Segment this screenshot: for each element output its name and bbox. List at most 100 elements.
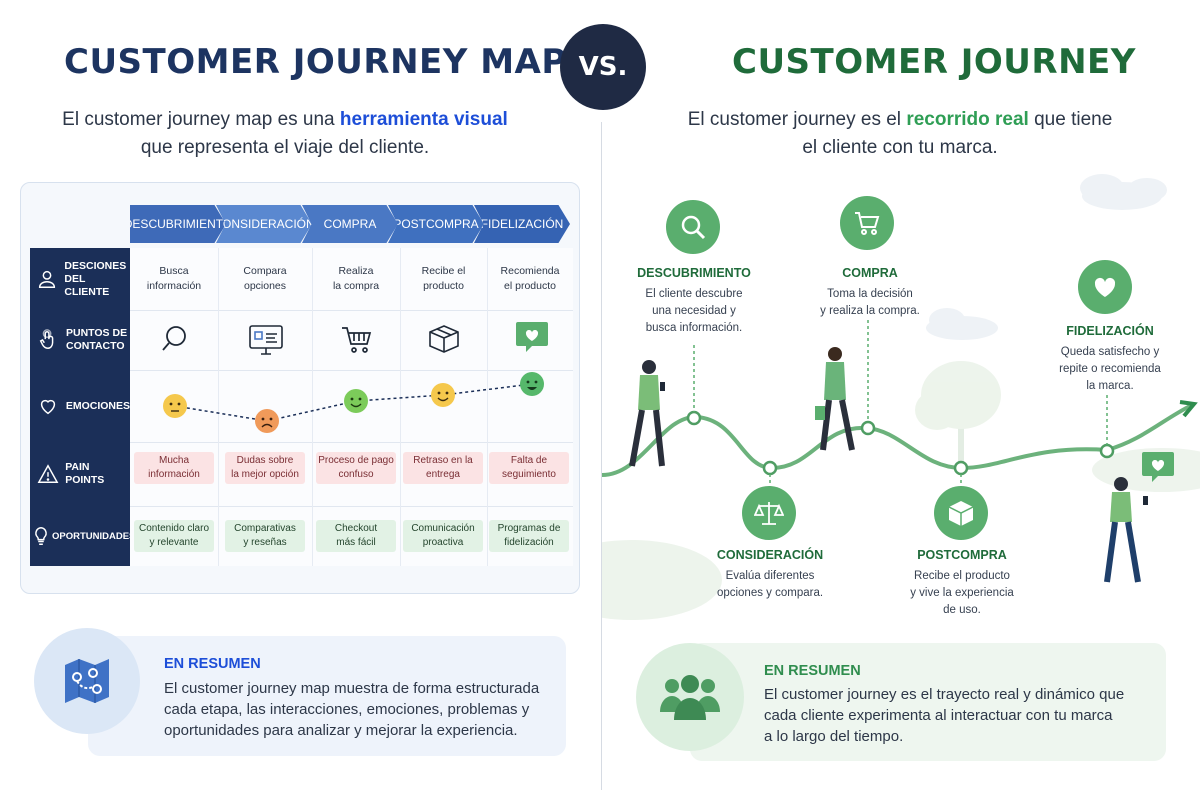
opportunity-cell: Comunicación proactiva — [403, 520, 483, 552]
lightbulb-icon — [30, 525, 52, 547]
left-subtitle-highlight: herramienta visual — [339, 109, 508, 130]
cloud-icon — [926, 308, 998, 340]
right-summary-box — [690, 643, 1166, 761]
stage-compra: COMPRA — [302, 205, 398, 243]
sad-face-icon — [255, 409, 279, 433]
cell-text: entrega — [426, 469, 460, 480]
person-icon — [815, 347, 855, 451]
row-label-text-2: DEL CLIENTE — [64, 272, 110, 298]
path-nodes — [686, 410, 1115, 476]
summary-line: a lo largo del tiempo. — [764, 728, 904, 745]
step-line: repite o recomienda — [1059, 363, 1161, 375]
row-label-text: DESCIONES — [64, 259, 127, 272]
map-icon — [65, 659, 109, 703]
emotion-curve — [163, 372, 544, 433]
vs-badge: VS. — [560, 24, 646, 110]
cell-text: Recibe el — [421, 265, 466, 277]
step-text-consideracion: Evalúa diferentes opciones y compara. — [690, 568, 850, 602]
pain-point-cell: Proceso de pago confuso — [316, 452, 396, 484]
box-icon — [429, 325, 459, 353]
chat-heart-icon — [516, 322, 548, 352]
cell-text: Comunicación — [411, 523, 475, 534]
user-icon — [30, 268, 64, 290]
step-line: El cliente descubre — [645, 288, 743, 300]
cart-icon — [855, 212, 880, 235]
step-line: de uso. — [943, 604, 981, 616]
grid-line — [130, 310, 573, 311]
box-icon — [948, 501, 974, 526]
step-text-postcompra: Recibe el producto y vive la experiencia… — [882, 568, 1042, 619]
monitor-icon — [249, 325, 283, 355]
cell-text: y reseñas — [243, 537, 287, 548]
step-title-postcompra: POSTCOMPRA — [917, 548, 1007, 562]
right-subtitle-text: El customer journey es el — [687, 109, 907, 130]
scale-icon — [754, 502, 784, 525]
left-summary-badge — [34, 628, 140, 734]
cell-text: la mejor opción — [231, 469, 299, 480]
left-summary-box — [88, 636, 566, 756]
heart-icon — [1094, 277, 1116, 297]
cell-text: Proceso de pago — [318, 455, 394, 466]
person-icon — [1104, 477, 1148, 583]
group-icon — [660, 675, 720, 720]
grid-line — [400, 248, 401, 566]
step-title-compra: COMPRA — [842, 266, 898, 280]
happy-face-icon — [344, 389, 368, 413]
cell-text: Dudas sobre — [236, 455, 294, 466]
row-label-text: PAIN POINTS — [65, 461, 105, 486]
cell-text: más fácil — [336, 537, 376, 548]
right-subtitle-highlight: recorrido real — [906, 109, 1029, 130]
summary-line: cada etapa, las interacciones, emociones… — [164, 701, 530, 718]
chat-heart-icon — [1142, 452, 1174, 482]
cloud-icon — [1080, 174, 1167, 210]
step-consideracion-badge — [742, 486, 796, 540]
stage-header: DESCUBRIMIENTO CONSIDERACIÓN COMPRA POST… — [130, 205, 570, 243]
step-descubrimiento-badge — [666, 200, 720, 254]
search-icon — [162, 326, 186, 351]
left-summary-text: El customer journey map muestra de forma… — [164, 678, 564, 741]
grid-line — [130, 370, 573, 371]
right-subtitle: El customer journey es el recorrido real… — [680, 106, 1120, 162]
search-icon — [681, 215, 706, 240]
grid-line — [218, 248, 219, 566]
right-summary-badge — [636, 643, 744, 751]
right-subtitle-text-end: que tiene el cliente con tu marca. — [802, 109, 1113, 158]
step-line: Recibe el producto — [914, 570, 1010, 582]
step-postcompra-badge — [934, 486, 988, 540]
step-line: Queda satisfecho y — [1060, 346, 1160, 358]
cell-text: información — [146, 280, 202, 292]
cell-text: fidelización — [504, 537, 554, 548]
right-summary-text: El customer journey es el trayecto real … — [764, 684, 1160, 747]
step-line: una necesidad y — [652, 305, 736, 317]
touchpoint-icons — [162, 322, 548, 355]
happy-face-icon — [431, 383, 455, 407]
left-title: CUSTOMER JOURNEY MAP — [64, 42, 567, 82]
cell-text: proactiva — [422, 537, 464, 548]
decision-cell: Recomienda el producto — [487, 258, 573, 300]
summary-line: oportunidades para analizar y mejorar la… — [164, 722, 518, 739]
step-line: la marca. — [1086, 380, 1134, 392]
step-line: opciones y compara. — [716, 587, 824, 599]
journey-illustration — [602, 174, 1200, 620]
row-label-text: PUNTOS DE — [66, 327, 128, 339]
cell-text: confuso — [338, 469, 374, 480]
cell-text: Recomienda — [500, 265, 560, 277]
summary-line: El customer journey es el trayecto real … — [764, 686, 1125, 703]
left-subtitle: El customer journey map es una herramien… — [60, 106, 510, 162]
cell-text: Compara — [243, 265, 287, 277]
row-label-oportunidades: OPORTUNIDADES — [30, 506, 135, 566]
cell-text: y relevante — [149, 537, 199, 548]
cell-text: el producto — [504, 280, 556, 292]
step-text-compra: Toma la decisión y realiza la compra. — [790, 286, 950, 320]
grid-line — [312, 248, 313, 566]
cell-text: seguimiento — [502, 469, 556, 480]
